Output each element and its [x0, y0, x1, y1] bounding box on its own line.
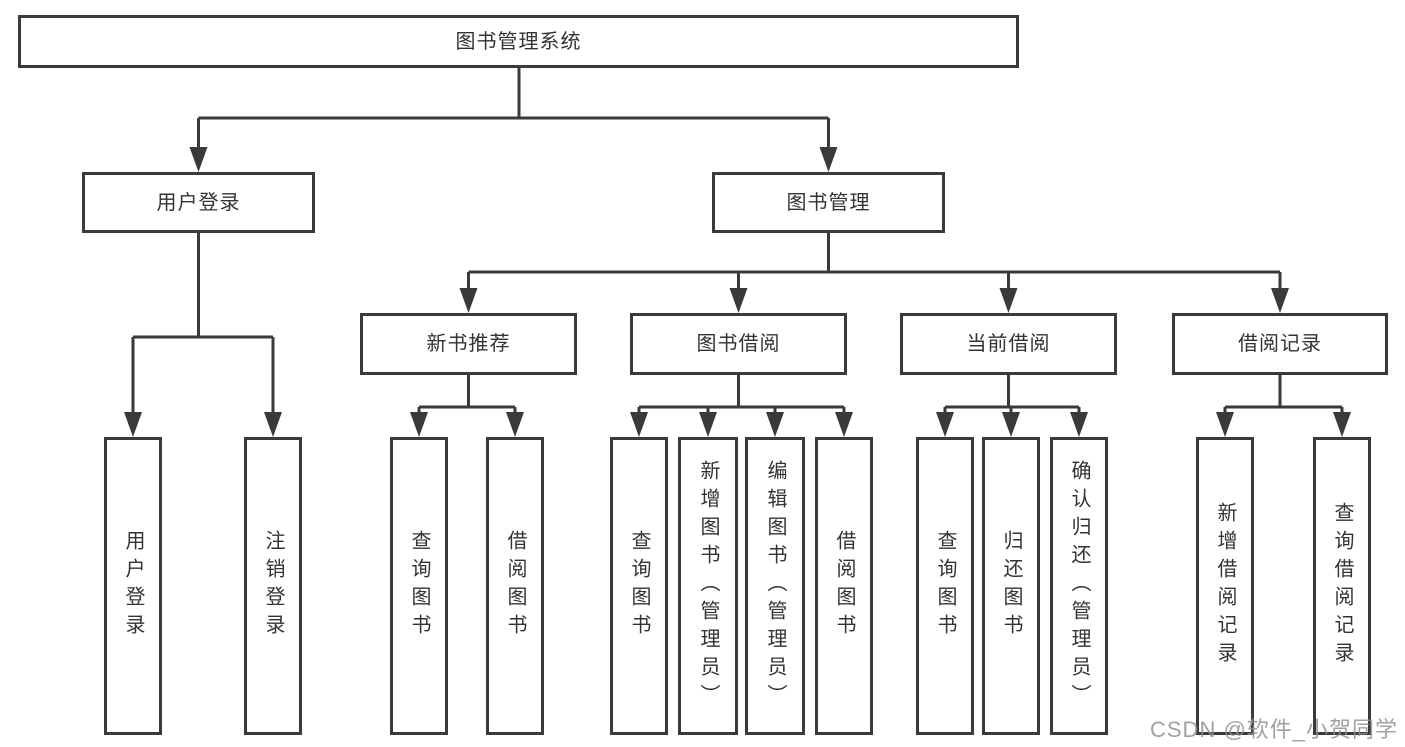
node-label: 编辑图书（管理员）: [764, 460, 786, 712]
arrow-down-icon: [459, 288, 478, 313]
arrow-down-icon: [410, 412, 428, 437]
node-label: 查询图书: [628, 530, 650, 642]
node-label: 图书管理系统: [455, 30, 582, 53]
node-label: 借阅记录: [1238, 333, 1322, 355]
node-label: 新增借阅记录: [1214, 502, 1236, 670]
arrow-down-icon: [1333, 412, 1351, 437]
arrow-down-icon: [506, 412, 524, 437]
node-user-login: 用户登录: [82, 172, 315, 233]
node-library-management-system: 图书管理系统: [18, 15, 1019, 68]
leaf-logout: 注销登录: [244, 437, 302, 735]
node-label: 借阅图书: [833, 530, 855, 642]
node-new-book-recommendation: 新书推荐: [360, 313, 577, 375]
arrow-down-icon: [124, 412, 142, 437]
node-label: 图书借阅: [696, 333, 781, 355]
leaf-user-login: 用户登录: [104, 437, 162, 735]
arrow-down-icon: [264, 412, 282, 437]
node-label: 查询图书: [934, 530, 956, 642]
leaf-borrow-books-recommendation: 借阅图书: [486, 437, 544, 735]
leaf-confirm-return-admin: 确认归还（管理员）: [1050, 437, 1108, 735]
leaf-edit-books-admin: 编辑图书（管理员）: [745, 437, 805, 735]
leaf-query-books-current: 查询图书: [916, 437, 974, 735]
node-label: 查询图书: [408, 530, 430, 642]
node-label: 新增图书（管理员）: [697, 460, 719, 712]
arrow-down-icon: [766, 412, 784, 437]
node-label: 归还图书: [1000, 530, 1022, 642]
arrow-down-icon: [630, 412, 648, 437]
leaf-return-books: 归还图书: [982, 437, 1040, 735]
arrow-down-icon: [999, 288, 1018, 313]
node-label: 用户登录: [122, 530, 144, 642]
arrow-down-icon: [1002, 412, 1020, 437]
arrow-down-icon: [699, 412, 717, 437]
leaf-add-books-admin: 新增图书（管理员）: [678, 437, 738, 735]
arrow-down-icon: [819, 147, 838, 172]
leaf-borrow-books-borrowing: 借阅图书: [815, 437, 873, 735]
arrow-down-icon: [729, 288, 748, 313]
arrow-down-icon: [1271, 288, 1289, 313]
node-label: 用户登录: [156, 191, 241, 214]
node-label: 查询借阅记录: [1331, 502, 1353, 670]
arrow-down-icon: [1216, 412, 1234, 437]
watermark-text: CSDN @软件_小贺同学: [1150, 717, 1399, 742]
node-borrowing-records: 借阅记录: [1172, 313, 1388, 375]
node-label: 当前借阅: [966, 333, 1051, 355]
node-book-management: 图书管理: [712, 172, 945, 233]
arrow-down-icon: [1070, 412, 1088, 437]
node-book-borrowing: 图书借阅: [630, 313, 847, 375]
node-current-borrowing: 当前借阅: [900, 313, 1117, 375]
node-label: 注销登录: [262, 530, 284, 642]
node-label: 借阅图书: [504, 530, 526, 642]
arrow-down-icon: [936, 412, 954, 437]
leaf-add-borrow-record: 新增借阅记录: [1196, 437, 1254, 735]
leaf-query-books-recommendation: 查询图书: [390, 437, 448, 735]
node-label: 确认归还（管理员）: [1068, 460, 1090, 712]
leaf-query-books-borrowing: 查询图书: [610, 437, 668, 735]
leaf-query-borrow-record: 查询借阅记录: [1313, 437, 1371, 735]
node-label: 新书推荐: [426, 333, 511, 355]
node-label: 图书管理: [786, 191, 871, 214]
arrow-down-icon: [189, 147, 208, 172]
arrow-down-icon: [835, 412, 853, 437]
